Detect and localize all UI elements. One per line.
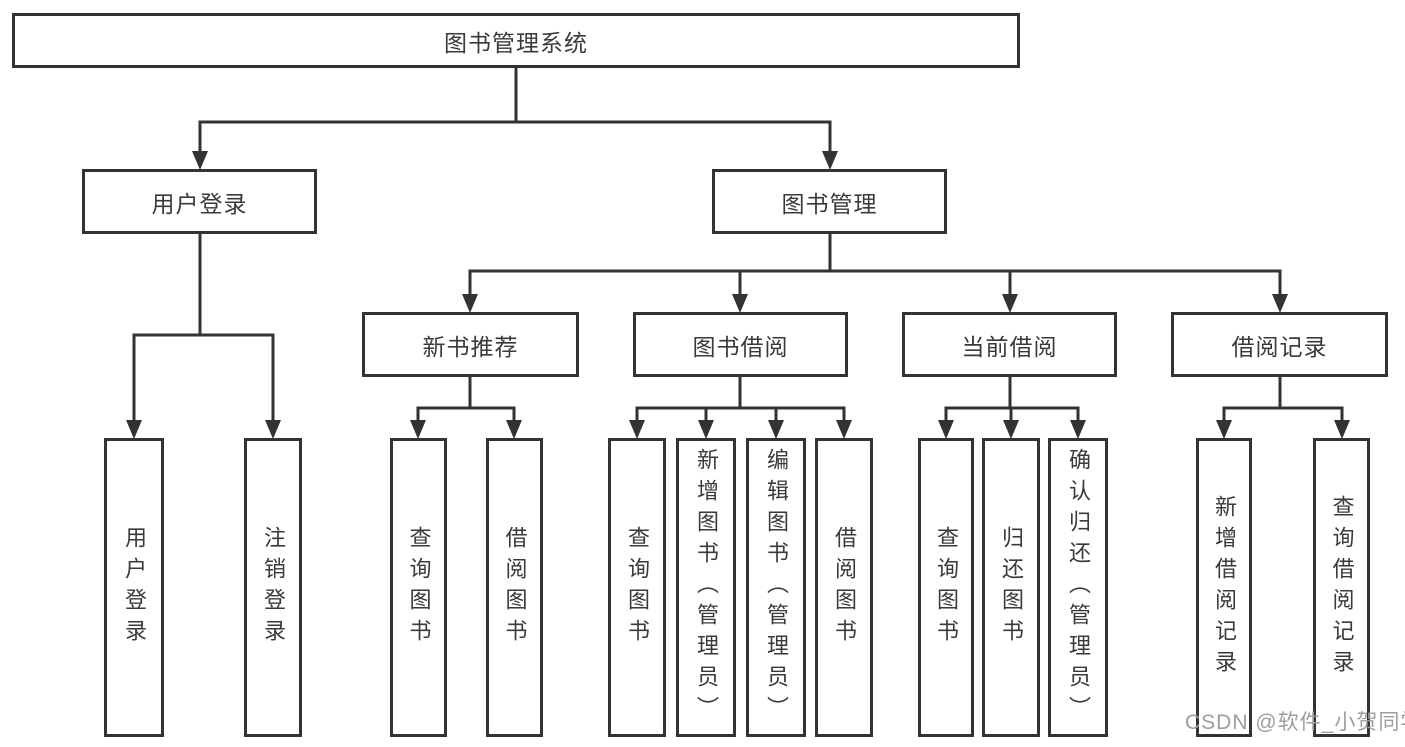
- leaf-add-books-admin: 新增图书（管理员）: [676, 438, 736, 737]
- leaf-logout: 注销登录: [244, 438, 302, 737]
- leaf-confirm-return-admin: 确认归还（管理员）: [1048, 438, 1108, 737]
- leaf-label: 查询图书: [934, 525, 959, 650]
- leaf-label: 查询图书: [625, 525, 650, 650]
- leaf-query-borrow-record: 查询借阅记录: [1313, 438, 1370, 737]
- node-borrowing-records: 借阅记录: [1171, 312, 1388, 377]
- node-label: 当前借阅: [961, 333, 1058, 360]
- leaf-edit-books-admin: 编辑图书（管理员）: [746, 438, 806, 737]
- leaf-label: 新增借阅记录: [1212, 494, 1237, 681]
- node-label: 图书借阅: [692, 333, 789, 360]
- leaf-label: 归还图书: [999, 525, 1024, 650]
- leaf-label: 借阅图书: [502, 525, 528, 650]
- leaf-borrow-books-borrowing: 借阅图书: [815, 438, 873, 737]
- csdn-watermark: CSDN @软件_小贺同学: [1185, 711, 1405, 734]
- leaf-add-borrow-record: 新增借阅记录: [1196, 438, 1252, 737]
- leaf-label: 借阅图书: [832, 525, 857, 650]
- leaf-label: 新增图书（管理员）: [694, 448, 719, 727]
- node-label: 借阅记录: [1231, 333, 1328, 360]
- node-label: 用户登录: [151, 190, 248, 217]
- leaf-return-books: 归还图书: [982, 438, 1040, 737]
- leaf-query-books-current: 查询图书: [918, 438, 974, 737]
- leaf-label: 确认归还（管理员）: [1066, 448, 1091, 727]
- node-root-label: 图书管理系统: [444, 29, 588, 56]
- node-book-management: 图书管理: [712, 169, 947, 234]
- leaf-borrow-books-recommend: 借阅图书: [486, 438, 543, 737]
- leaf-label: 编辑图书（管理员）: [764, 448, 789, 727]
- leaf-label: 查询借阅记录: [1329, 494, 1355, 681]
- node-user-login-module: 用户登录: [82, 169, 317, 234]
- leaf-user-login: 用户登录: [104, 438, 164, 737]
- node-label: 新书推荐: [422, 333, 519, 360]
- node-new-book-recommend: 新书推荐: [362, 312, 579, 377]
- leaf-label: 注销登录: [261, 525, 286, 650]
- node-label: 图书管理: [781, 190, 878, 217]
- leaf-query-books-recommend: 查询图书: [390, 438, 447, 737]
- node-root: 图书管理系统: [12, 13, 1020, 68]
- node-book-borrowing: 图书借阅: [633, 312, 848, 377]
- leaf-label: 用户登录: [122, 525, 147, 650]
- node-current-borrowing: 当前借阅: [902, 312, 1117, 377]
- leaf-label: 查询图书: [406, 525, 432, 650]
- leaf-query-books-borrowing: 查询图书: [608, 438, 666, 737]
